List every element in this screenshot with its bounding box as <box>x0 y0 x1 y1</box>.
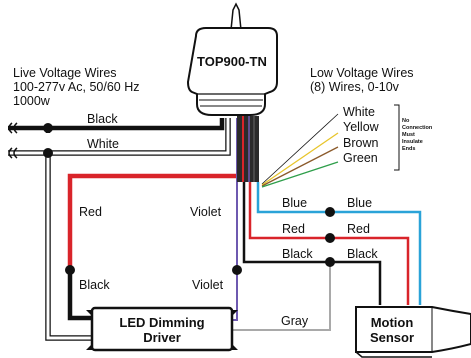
blue-sensor-wire <box>256 182 422 305</box>
low-wire-white: White <box>343 105 375 119</box>
led-driver-box <box>86 306 238 352</box>
low-voltage-spec: (8) Wires, 0-10v <box>310 80 400 94</box>
driver-label-line2: Driver <box>143 330 181 345</box>
label-black-top: Black <box>87 112 118 126</box>
label-gray: Gray <box>281 314 309 328</box>
note-line-1: No <box>402 118 410 124</box>
label-blue-2: Blue <box>347 196 372 210</box>
live-voltage-title: Live Voltage Wires <box>13 66 117 80</box>
label-blue-1: Blue <box>282 196 307 210</box>
low-wire-brown: Brown <box>343 136 378 150</box>
driver-label-line1: LED Dimming <box>119 315 204 330</box>
note-line-5: Ends <box>402 146 415 152</box>
fanout-wires <box>261 113 339 188</box>
live-voltage-watts: 1000w <box>13 94 51 108</box>
low-wire-yellow: Yellow <box>343 120 380 134</box>
live-voltage-spec: 100-277v Ac, 50/60 Hz <box>13 80 139 94</box>
low-wire-green: Green <box>343 151 378 165</box>
note-line-3: Must <box>402 132 415 138</box>
low-voltage-bundle <box>237 116 259 182</box>
label-violet-top: Violet <box>190 205 222 219</box>
device-label: TOP900-TN <box>197 54 267 69</box>
motion-sensor <box>355 306 471 358</box>
device-antenna <box>230 2 242 31</box>
device-body <box>186 27 278 116</box>
label-red-2: Red <box>347 222 370 236</box>
note-line-4: Insulate <box>402 139 423 145</box>
black-live-wire <box>8 118 225 131</box>
label-black-2: Black <box>347 247 378 261</box>
sensor-label-line2: Sensor <box>370 330 414 345</box>
bracket-line <box>394 104 400 171</box>
white-live-wire <box>8 118 231 156</box>
label-red-left: Red <box>79 205 102 219</box>
label-white-top: White <box>87 137 119 151</box>
wire-break-symbol <box>8 122 18 159</box>
sensor-label-line1: Motion <box>371 315 414 330</box>
gray-wire <box>232 262 331 331</box>
white-driver-wire <box>45 153 92 341</box>
violet-wire <box>232 118 238 321</box>
low-voltage-title: Low Voltage Wires <box>310 66 414 80</box>
black-sensor-wire <box>242 182 382 305</box>
label-black-1: Black <box>282 247 313 261</box>
label-red-1: Red <box>282 222 305 236</box>
label-violet-bottom: Violet <box>192 278 224 292</box>
junction-dots <box>43 123 335 275</box>
label-black-left: Black <box>79 278 110 292</box>
note-line-2: Connection <box>402 125 433 131</box>
